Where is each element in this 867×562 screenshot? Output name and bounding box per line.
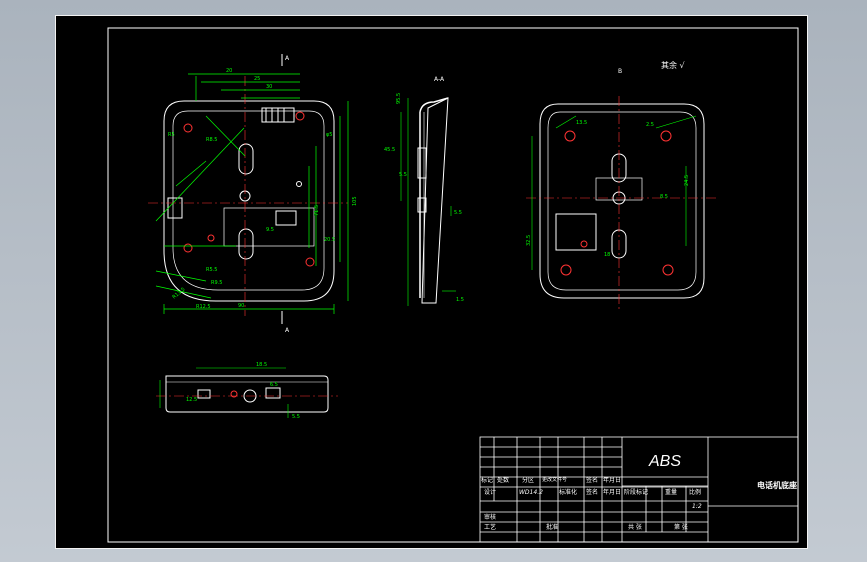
back-hole <box>660 130 672 142</box>
svg-text:20: 20 <box>226 68 232 74</box>
front-hole <box>295 111 305 121</box>
svg-text:32.5: 32.5 <box>526 235 532 246</box>
front-hole <box>183 243 193 253</box>
svg-text:25: 25 <box>254 76 260 82</box>
scale-value: 1:2 <box>692 503 702 510</box>
svg-text:6.5: 6.5 <box>270 382 278 388</box>
review-label: 审核 <box>484 514 497 521</box>
sheets-total-label: 共 张 <box>628 524 642 531</box>
header-mark: 标记 <box>481 477 494 484</box>
svg-text:18: 18 <box>604 252 610 258</box>
svg-text:13.5: 13.5 <box>576 120 587 126</box>
back-view-label: B <box>618 68 622 75</box>
design-code: WD14.2 <box>519 489 543 496</box>
svg-text:8.5: 8.5 <box>660 194 668 200</box>
svg-text:20.5: 20.5 <box>324 237 335 243</box>
header-count: 处数 <box>497 477 510 484</box>
approve-label: 批准 <box>546 524 559 531</box>
front-hole <box>183 123 193 133</box>
front-dim-label: 90 <box>238 303 244 309</box>
header-change-doc: 更改文件号 <box>542 477 568 483</box>
bottom-view: 18.5 12.5 5.5 6.5 <box>156 362 338 420</box>
material-label: ABS <box>649 453 682 470</box>
cad-drawing: A A 9 <box>107 27 799 543</box>
svg-text:5.5: 5.5 <box>454 210 462 216</box>
section-mark-bottom: A <box>285 327 290 334</box>
svg-text:71.5: 71.5 <box>314 205 320 216</box>
section-view: 95.5 45.5 5.5 5.5 1.5 A-A <box>384 76 464 306</box>
svg-text:R5: R5 <box>168 132 175 138</box>
back-hole <box>662 264 674 276</box>
svg-text:30: 30 <box>266 84 272 90</box>
roughness-note: 其余 √ <box>661 60 686 70</box>
header-zone: 分区 <box>522 477 535 484</box>
svg-text:5.5: 5.5 <box>399 172 407 178</box>
front-view-outline <box>163 100 335 302</box>
svg-text:1.5: 1.5 <box>456 297 464 303</box>
svg-text:R8.5: R8.5 <box>206 137 217 143</box>
process-label: 工艺 <box>484 524 497 531</box>
drawing-sheet: A A 9 <box>55 15 808 549</box>
date-label: 年月日 <box>603 489 622 496</box>
svg-text:24.5: 24.5 <box>684 175 690 186</box>
back-hole <box>564 130 576 142</box>
front-hole <box>305 257 315 267</box>
svg-text:18.5: 18.5 <box>256 362 267 368</box>
back-view: 其余 √ B 32.5 13.5 2.5 <box>526 60 716 311</box>
svg-text:95.5: 95.5 <box>396 93 402 104</box>
svg-text:φ5: φ5 <box>326 132 332 138</box>
section-mark-top: A <box>285 55 290 62</box>
header-date: 年月日 <box>603 477 622 484</box>
stage-mark-label: 阶段标记 <box>624 489 649 496</box>
svg-text:105: 105 <box>352 196 358 206</box>
standardize-label: 标准化 <box>559 489 578 496</box>
weight-label: 重量 <box>665 489 678 496</box>
front-view: A A 9 <box>148 54 358 334</box>
header-sign: 签名 <box>586 477 599 484</box>
part-name: 电话机底座 <box>757 481 797 490</box>
signature-label: 签名 <box>586 489 599 496</box>
svg-text:12.5: 12.5 <box>186 397 197 403</box>
svg-text:2.5: 2.5 <box>646 122 654 128</box>
title-block <box>479 436 799 543</box>
svg-text:R9.5: R9.5 <box>211 280 222 286</box>
sheet-no-label: 第 张 <box>674 524 688 531</box>
svg-text:R12.5: R12.5 <box>196 304 211 310</box>
design-label: 设计 <box>484 489 497 496</box>
scale-label: 比例 <box>689 489 702 496</box>
section-title: A-A <box>434 76 445 83</box>
svg-text:5.5: 5.5 <box>292 414 300 420</box>
back-hole <box>560 264 572 276</box>
svg-text:9.5: 9.5 <box>266 227 274 233</box>
inner-frame <box>107 27 799 543</box>
back-view-outline <box>539 103 705 299</box>
svg-text:R5.5: R5.5 <box>206 267 217 273</box>
svg-text:45.5: 45.5 <box>384 147 395 153</box>
